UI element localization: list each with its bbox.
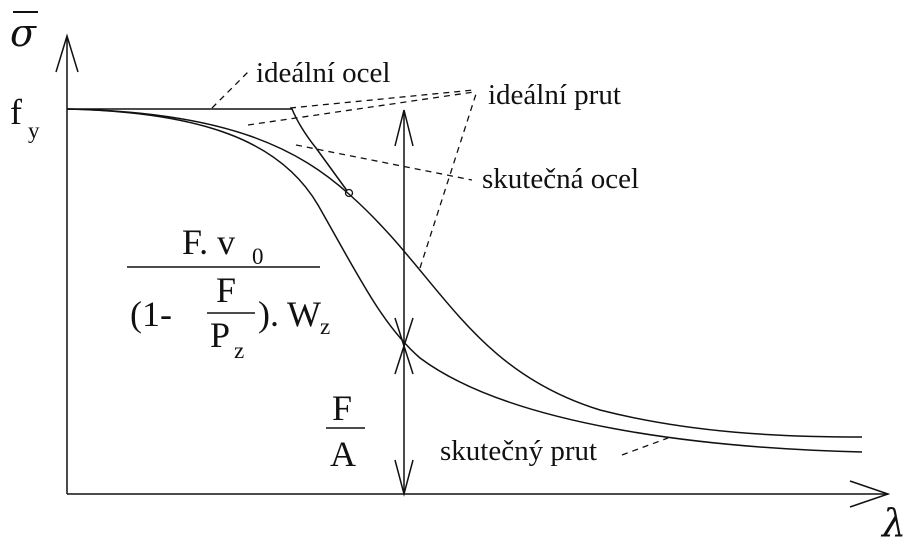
formula-bending-inner-denominator-subscript: z (234, 338, 244, 363)
formula-axial-stress: F A (326, 388, 365, 474)
formula-axial-denominator: A (330, 434, 356, 474)
x-axis-arrowhead (849, 480, 891, 508)
label-ideal-steel: ideální ocel (256, 57, 390, 89)
leader-ideal-steel (211, 69, 251, 109)
formula-bending-stress: F. v 0 (1- F P z ). W z (127, 222, 330, 363)
leader-ideal-bar-1 (289, 89, 475, 109)
y-axis-symbol: σ (10, 11, 37, 55)
dimension-arrow-bottom (394, 459, 414, 497)
label-real-steel: skutečná ocel (482, 163, 639, 195)
curve-ideal-bar (66, 108, 863, 438)
formula-bending-den-w: W (287, 294, 321, 334)
formula-bending-den-close: ). (258, 294, 279, 334)
formula-bending-den-open: (1- (130, 294, 172, 334)
leader-real-steel (295, 144, 473, 181)
label-ideal-bar: ideální prut (488, 79, 621, 111)
dimension-arrow-top (394, 109, 414, 147)
label-real-bar: skutečný prut (440, 435, 597, 467)
fy-label: f (10, 92, 22, 132)
x-axis-symbol: λ (880, 501, 906, 542)
dimension-arrow-mid-down (394, 343, 414, 375)
fy-label-subscript: y (28, 118, 40, 143)
leader-ideal-bar-3 (419, 93, 477, 269)
leader-ideal-bar-2 (247, 91, 475, 126)
formula-bending-inner-denominator: P (210, 315, 230, 355)
leader-real-bar (621, 437, 669, 456)
y-axis-arrowhead (55, 33, 79, 73)
formula-bending-numerator-subscript: 0 (252, 244, 264, 269)
formula-bending-numerator: F. v (182, 222, 235, 262)
formula-bending-inner-numerator: F (216, 270, 236, 310)
formula-axial-numerator: F (332, 388, 352, 428)
curve-ideal-steel (67, 108, 349, 193)
formula-bending-den-w-subscript: z (320, 314, 330, 339)
curve-real-bar (66, 108, 863, 453)
